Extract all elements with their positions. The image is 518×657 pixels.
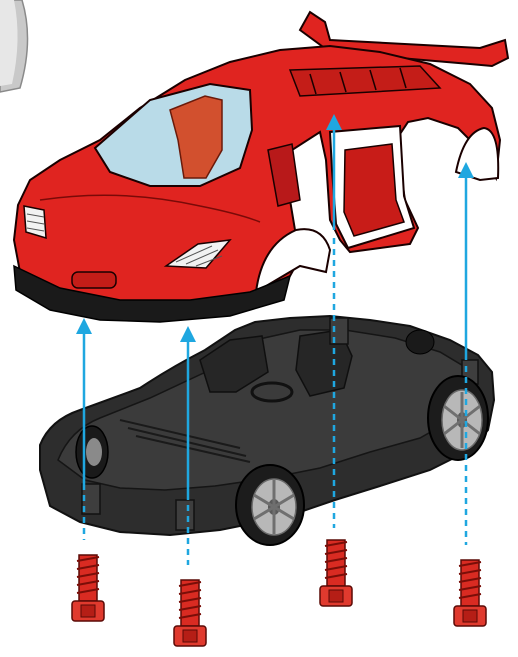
windshield (95, 84, 252, 186)
screw (174, 580, 206, 646)
corner-badge (0, 0, 28, 92)
wheel-front-left (76, 426, 108, 478)
chassis-post (176, 500, 194, 530)
license-plate (72, 272, 116, 288)
wheel-rear-left (406, 330, 434, 354)
screws (72, 540, 486, 646)
car-body-shell (14, 12, 508, 322)
screw (320, 540, 352, 606)
screw (72, 555, 104, 621)
car-chassis (40, 316, 494, 545)
screw (454, 560, 486, 626)
chassis-post (330, 318, 348, 344)
wheel-rear-right (428, 376, 488, 460)
wheel-front-right (236, 465, 304, 545)
